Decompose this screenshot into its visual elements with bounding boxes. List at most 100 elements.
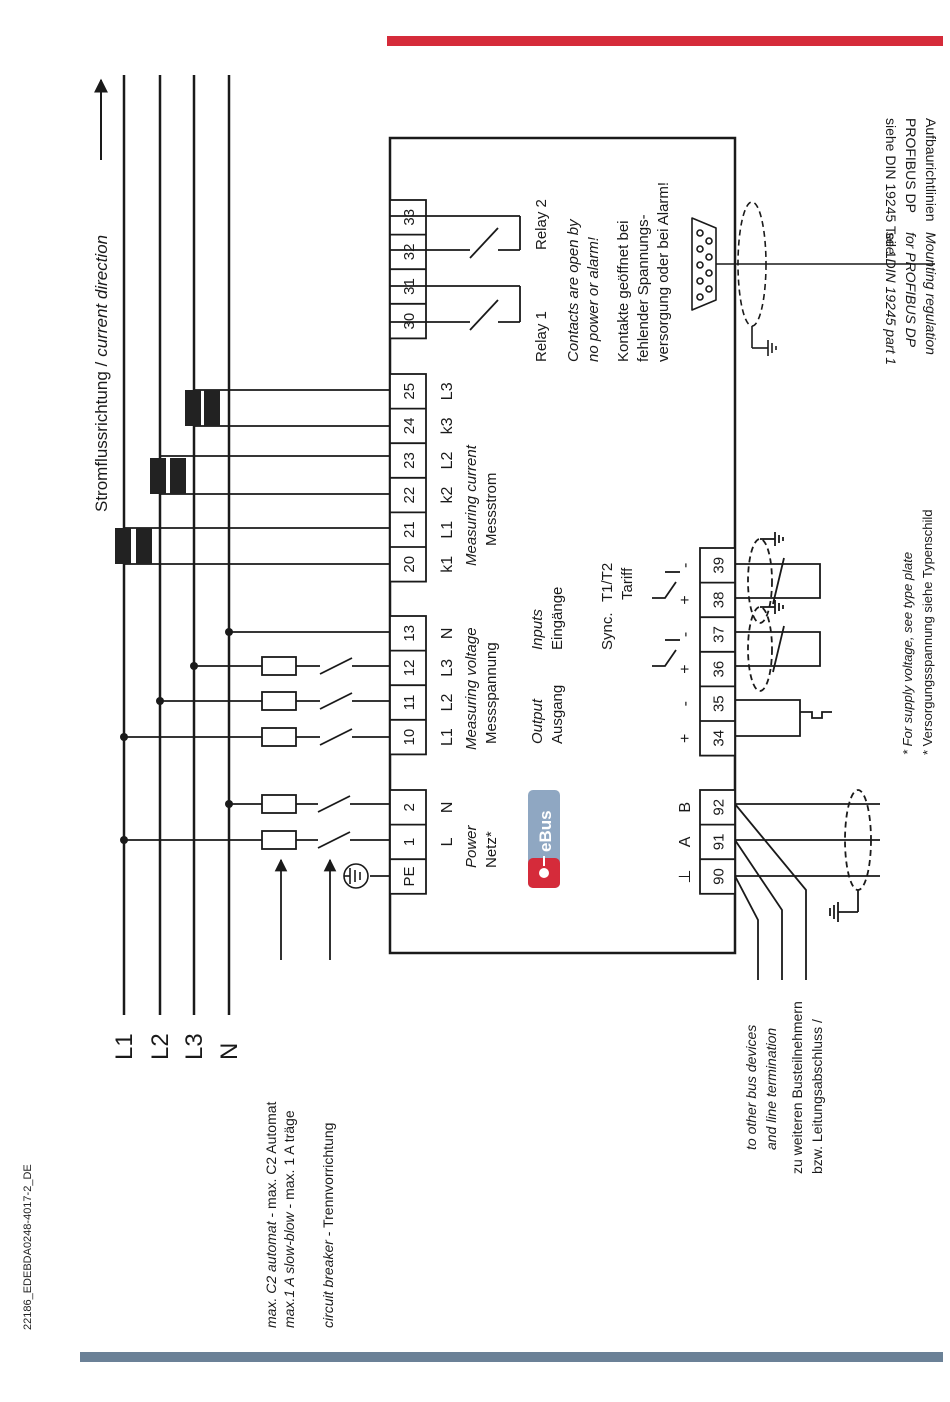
terminal-35: 35 — [711, 695, 728, 712]
terminal-92: 92 — [711, 799, 728, 816]
supply-note-en: * For supply voltage, see type plate — [900, 552, 915, 755]
terminal-block-power — [389, 789, 427, 895]
terminal-20: 20 — [401, 556, 418, 573]
current-label-de: Messstrom — [483, 473, 500, 546]
terminal-22: 22 — [401, 487, 418, 504]
bus-note-en-1: to other bus devices — [743, 1025, 759, 1150]
earth-icon — [343, 863, 369, 889]
contacts-de-1: Kontakte geöffnet bei — [615, 220, 632, 362]
supply-note-de: * Versorgungsspannung siehe Typenschild — [920, 510, 935, 756]
terminal-90: 90 — [711, 868, 728, 885]
current-label-en: Measuring current — [463, 444, 480, 566]
terminal-sub-label: + — [677, 595, 694, 604]
line-labels: L1 L2 L3 N — [111, 1033, 243, 1060]
terminal-sub-label: L2 — [439, 452, 456, 470]
tariff-label: Tariff — [619, 567, 636, 600]
inputs-label-de: Eingänge — [549, 587, 566, 650]
terminal-sub-label: k3 — [439, 417, 456, 434]
terminal-sub-label: L1 — [439, 728, 456, 746]
fuses — [261, 656, 297, 850]
terminal-sub-label: + — [677, 664, 694, 673]
terminal-sub-label: L2 — [439, 694, 456, 712]
terminal-91: 91 — [711, 834, 728, 851]
terminal-11: 11 — [401, 695, 418, 711]
terminal-21: 21 — [401, 521, 418, 538]
terminal-2: 2 — [401, 803, 418, 811]
terminal-PE: PE — [401, 866, 418, 886]
contacts-en-1: Contacts are open by — [565, 218, 582, 362]
terminal-37: 37 — [711, 626, 728, 643]
terminal-36: 36 — [711, 661, 728, 678]
terminal-sub-label: k2 — [439, 487, 456, 504]
terminal-25: 25 — [401, 383, 418, 400]
terminal-sub-label: ⊥ — [677, 870, 694, 884]
terminal-sub-label: + — [677, 734, 694, 743]
relay-contacts — [390, 215, 521, 331]
footer-bar — [80, 1352, 943, 1362]
terminal-sub-label: L1 — [439, 521, 456, 539]
terminal-sub-label: N — [439, 802, 456, 814]
line-label-l3: L3 — [181, 1033, 208, 1060]
header-accent-bar — [387, 36, 943, 46]
fuse-note-line1: max. C2 automat - max. C2 Automat — [263, 1101, 279, 1328]
power-label-de: Netz* — [483, 831, 500, 868]
terminal-1: 1 — [401, 838, 418, 846]
ebus-label: eBus — [536, 810, 555, 852]
profibus-en-3: see DIN 19245 part 1 — [883, 232, 899, 365]
line-label-l1: L1 — [111, 1033, 138, 1060]
line-label-l2: L2 — [147, 1033, 174, 1060]
bus-wiring — [734, 789, 880, 980]
terminal-sub-label: - — [677, 632, 694, 637]
device-enclosure — [388, 136, 737, 955]
terminal-23: 23 — [401, 452, 418, 469]
bus-note-de-1: zu weiteren Busteilnehmern — [789, 1001, 805, 1174]
terminal-sub-label: - — [677, 563, 694, 568]
voltage-label-de: Messspannung — [483, 642, 500, 744]
terminal-13: 13 — [401, 625, 418, 642]
sync-label: Sync. — [599, 612, 616, 650]
profibus-de-1: Aufbaurichtlinien — [923, 118, 939, 222]
line-label-n: N — [216, 1043, 243, 1060]
terminal-33: 33 — [401, 209, 418, 226]
terminal-sub-label: k1 — [439, 556, 456, 573]
current-transformers — [115, 390, 220, 564]
profibus-en-2: for PROFIBUS DP — [903, 232, 919, 348]
profibus-de-2: PROFIBUS DP — [903, 118, 919, 213]
profibus-de-3: siehe DIN 19245 Teil 1 — [883, 118, 899, 259]
supply-wiring — [124, 389, 390, 877]
bus-note-en-2: and line termination — [763, 1028, 779, 1150]
relay2-label: Relay 2 — [533, 199, 550, 250]
terminal-sub-label: N — [439, 628, 456, 640]
terminal-sub-label: L — [439, 837, 456, 846]
ebus-badge: eBus — [528, 790, 560, 888]
output-label-en: Output — [529, 698, 546, 744]
terminal-sub-label: A — [677, 836, 694, 847]
inputs-label-en: Inputs — [529, 609, 546, 650]
contacts-en-2: no power or alarm! — [585, 236, 602, 362]
contacts-de-3: versorgung oder bei Alarm! — [655, 182, 672, 362]
terminal-block-bus — [699, 789, 736, 895]
junction-dots — [120, 628, 233, 844]
profibus-connector-icon — [691, 201, 935, 356]
power-label-en: Power — [463, 824, 480, 868]
terminal-24: 24 — [401, 418, 418, 435]
fuse-note-line2: max.1 A slow-blow - max. 1 A träge — [281, 1110, 297, 1328]
contacts-de-2: fehlender Spannungs- — [635, 214, 652, 362]
terminal-blocks — [389, 199, 736, 895]
output-label-de: Ausgang — [549, 685, 566, 744]
io-wiring — [652, 532, 832, 737]
terminal-sub-label: L3 — [439, 382, 456, 400]
terminal-sub-label: - — [677, 701, 694, 706]
breaker-note: circuit breaker - Trennvorrichtung — [320, 1123, 336, 1328]
terminal-sub-label: L3 — [439, 659, 456, 677]
terminal-34: 34 — [711, 730, 728, 747]
bus-note-de-2: bzw. Leitungsabschluss / — [809, 1019, 825, 1174]
voltage-label-en: Measuring voltage — [463, 627, 480, 750]
terminal-32: 32 — [401, 244, 418, 261]
terminal-38: 38 — [711, 592, 728, 609]
relay1-label: Relay 1 — [533, 311, 550, 362]
t1t2-label: T1/T2 — [599, 563, 616, 602]
